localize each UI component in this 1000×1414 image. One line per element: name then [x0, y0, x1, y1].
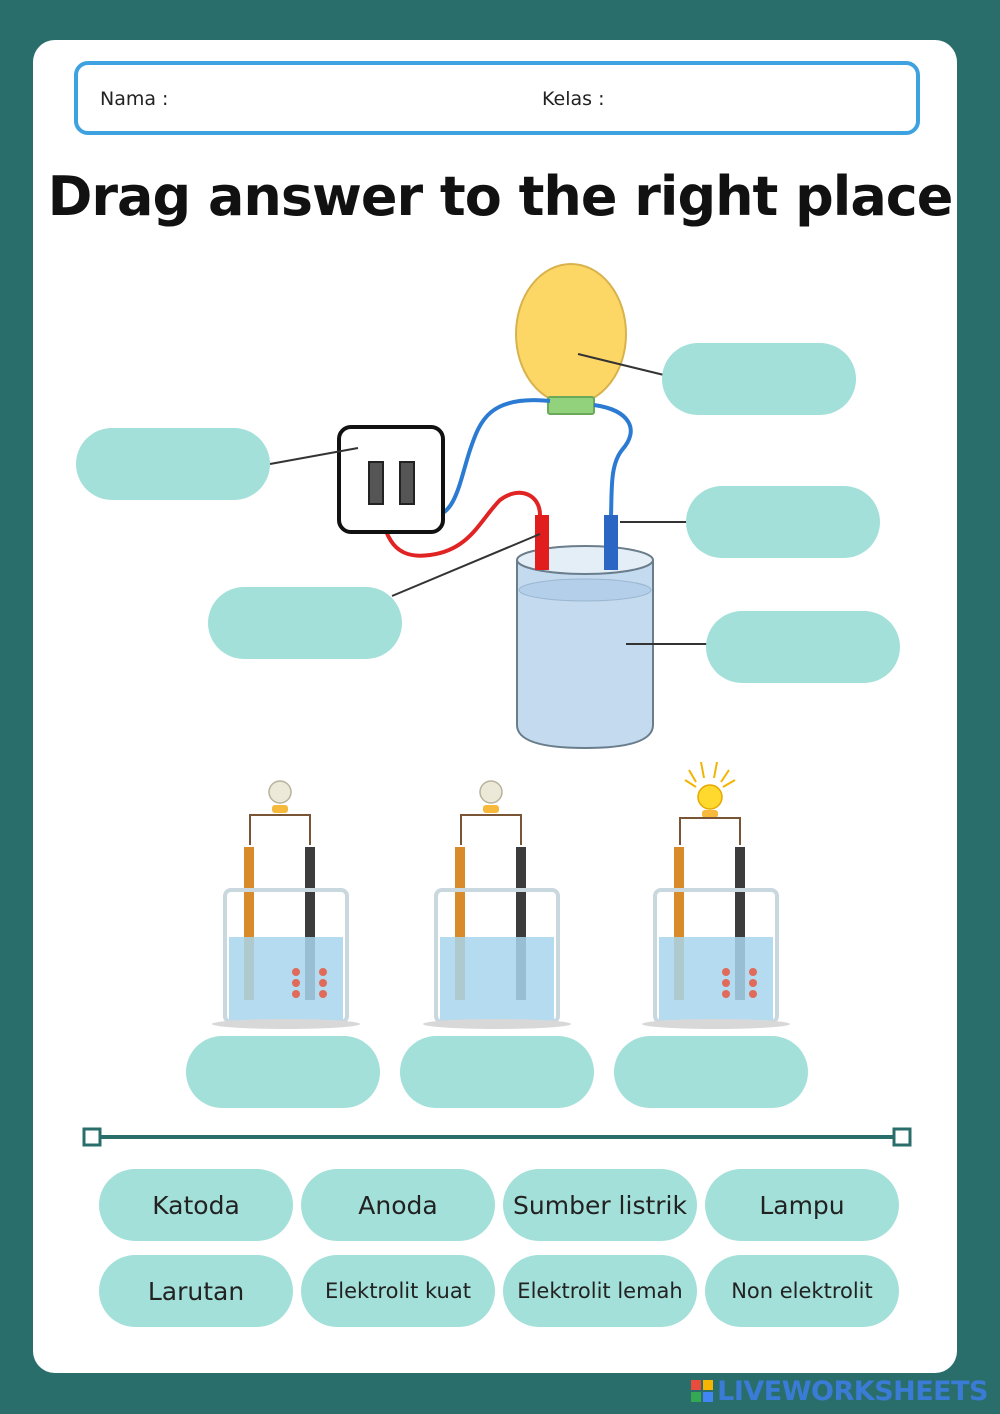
beaker-3	[642, 761, 790, 1029]
top-beaker-body	[516, 560, 654, 750]
beaker-1	[212, 780, 360, 1029]
beaker-1-bulb	[268, 780, 292, 804]
top-beaker-rim	[516, 545, 654, 575]
beaker-1-copper-electrode	[244, 847, 254, 1000]
beaker-3-base	[642, 1019, 790, 1029]
drop-zone-beaker-2[interactable]	[400, 1036, 594, 1108]
power-socket	[337, 425, 445, 534]
answer-elektrolit-kuat[interactable]: Elektrolit kuat	[301, 1255, 495, 1327]
beaker-2	[423, 780, 571, 1029]
worksheet-page	[33, 40, 957, 1373]
drop-zone-socket[interactable]	[76, 428, 270, 500]
pointer-socket	[269, 447, 359, 465]
beaker-2-carbon-electrode	[516, 847, 526, 1000]
drop-zone-red-electrode[interactable]	[208, 587, 402, 659]
drop-zone-lamp[interactable]	[662, 343, 856, 415]
class-label: Kelas :	[542, 88, 605, 110]
wire-blue-right	[593, 403, 633, 516]
drop-zone-blue-electrode[interactable]	[686, 486, 880, 558]
beaker-1-carbon-electrode	[305, 847, 315, 1000]
beaker-1-liquid	[229, 937, 343, 1020]
socket-slot-left	[368, 461, 384, 505]
socket-slot-right	[399, 461, 415, 505]
answer-sumber-listrik[interactable]: Sumber listrik	[503, 1169, 697, 1241]
beaker-1-base	[212, 1019, 360, 1029]
page-title: Drag answer to the right place	[47, 165, 954, 228]
red-electrode	[535, 515, 549, 570]
divider-handle-right	[892, 1127, 912, 1147]
liveworksheets-logo[interactable]: LIVEWORKSHEETS	[691, 1375, 988, 1407]
logo-blocks-icon	[691, 1380, 714, 1402]
name-label: Nama :	[100, 88, 169, 110]
answer-elektrolit-lemah[interactable]: Elektrolit lemah	[503, 1255, 697, 1327]
answer-larutan[interactable]: Larutan	[99, 1255, 293, 1327]
pointer-red-electrode	[391, 533, 541, 597]
drop-zone-beaker-3[interactable]	[614, 1036, 808, 1108]
beaker-2-liquid	[440, 937, 554, 1020]
blue-electrode	[604, 515, 618, 570]
pointer-lamp	[577, 353, 665, 376]
drop-zone-beaker-1[interactable]	[186, 1036, 380, 1108]
divider-handle-left	[82, 1127, 102, 1147]
lamp-bulb	[515, 263, 627, 405]
beaker-3-liquid	[659, 937, 773, 1020]
answer-lampu[interactable]: Lampu	[705, 1169, 899, 1241]
answer-anoda[interactable]: Anoda	[301, 1169, 495, 1241]
brand-text: LIVEWORKSHEETS	[717, 1375, 988, 1407]
beaker-3-copper-electrode	[674, 847, 684, 1000]
answer-non-elektrolit[interactable]: Non elektrolit	[705, 1255, 899, 1327]
beaker-2-base	[423, 1019, 571, 1029]
beaker-2-bulb	[479, 780, 503, 804]
answer-katoda[interactable]: Katoda	[99, 1169, 293, 1241]
wire-red	[376, 490, 542, 558]
student-info-box	[74, 61, 920, 135]
lamp-base	[547, 396, 595, 415]
drop-zone-solution[interactable]	[706, 611, 900, 683]
beaker-3-bulb-lit	[697, 784, 723, 810]
beaker-3-carbon-electrode	[735, 847, 745, 1000]
beaker-2-copper-electrode	[455, 847, 465, 1000]
top-beaker-liquid-surface	[518, 578, 652, 602]
beaker-3-glow-rays	[684, 761, 736, 788]
